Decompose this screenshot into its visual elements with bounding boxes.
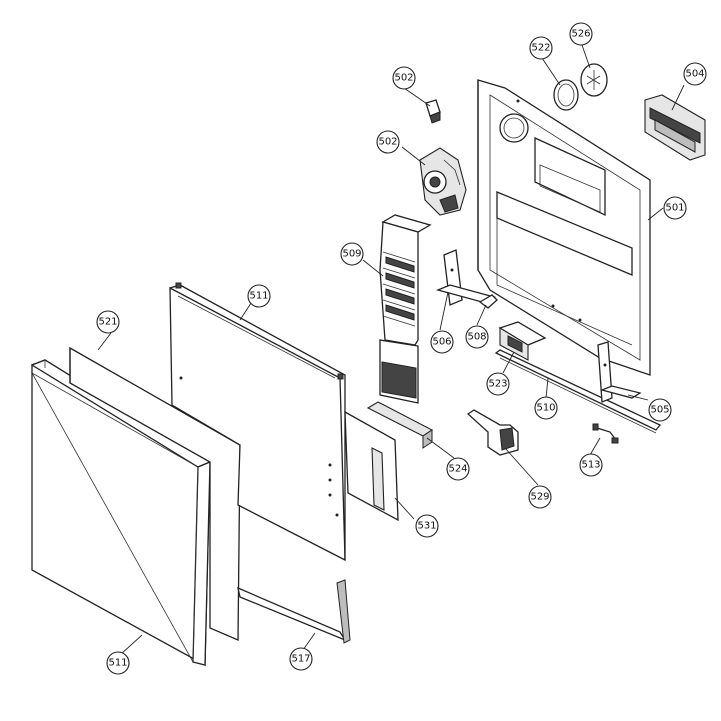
callout-511-inner: 511 — [247, 284, 271, 308]
callout-513: 513 — [579, 453, 603, 477]
callout-517: 517 — [289, 647, 313, 671]
vent-duct — [379, 214, 432, 404]
callout-label: 511 — [108, 658, 127, 669]
hinge-plate — [436, 249, 496, 306]
control-module — [644, 94, 706, 161]
door-liner — [477, 79, 651, 376]
callout-505: 505 — [648, 398, 672, 422]
callout-506: 506 — [430, 330, 454, 354]
callouts: 502 502 522 526 504 501 509 511 — [96, 22, 707, 675]
wire-harness — [592, 423, 619, 444]
callout-label: 511 — [249, 291, 268, 302]
callout-label: 513 — [581, 460, 600, 471]
callout-label: 509 — [342, 249, 361, 260]
callout-label: 502 — [378, 137, 397, 148]
callout-526: 526 — [569, 22, 593, 46]
bottom-trim — [237, 579, 351, 644]
callout-509: 509 — [340, 242, 364, 266]
callout-label: 504 — [685, 69, 704, 80]
callout-523: 523 — [486, 372, 510, 396]
door-latch — [498, 321, 547, 361]
callout-label: 508 — [467, 332, 486, 343]
callout-label: 502 — [394, 73, 413, 84]
callout-label: 517 — [291, 654, 310, 665]
callout-502b: 502 — [376, 130, 400, 154]
callout-524: 524 — [446, 457, 470, 481]
cap-disc — [580, 63, 608, 97]
callout-label: 523 — [488, 379, 507, 390]
hinge-bracket — [366, 401, 434, 449]
callout-label: 510 — [536, 403, 555, 414]
dispenser-assembly — [419, 147, 467, 216]
callout-label: 526 — [571, 29, 590, 40]
guide-rail — [494, 349, 662, 434]
callout-529: 529 — [528, 485, 552, 509]
callout-label: 524 — [448, 464, 467, 475]
gasket-ring — [553, 79, 579, 111]
callout-label: 522 — [531, 43, 550, 54]
switch-small — [425, 99, 441, 124]
inner-door-frame — [169, 282, 346, 562]
callout-511-outer: 511 — [106, 651, 130, 675]
callout-522: 522 — [529, 36, 553, 60]
callout-502a: 502 — [392, 66, 416, 90]
side-bracket — [597, 341, 642, 403]
callout-508: 508 — [465, 325, 489, 349]
callout-501: 501 — [663, 196, 687, 220]
callout-521: 521 — [96, 310, 120, 334]
callout-label: 506 — [432, 337, 451, 348]
callout-label: 529 — [530, 492, 549, 503]
callout-label: 531 — [417, 521, 436, 532]
callout-510: 510 — [534, 396, 558, 420]
callout-label: 521 — [98, 317, 117, 328]
callout-504: 504 — [683, 62, 707, 86]
callout-531: 531 — [415, 514, 439, 538]
vent-cover — [344, 410, 399, 522]
leader-lines — [97, 44, 685, 656]
callout-label: 505 — [650, 405, 669, 416]
strike-bracket — [466, 409, 519, 456]
callout-label: 501 — [665, 203, 684, 214]
